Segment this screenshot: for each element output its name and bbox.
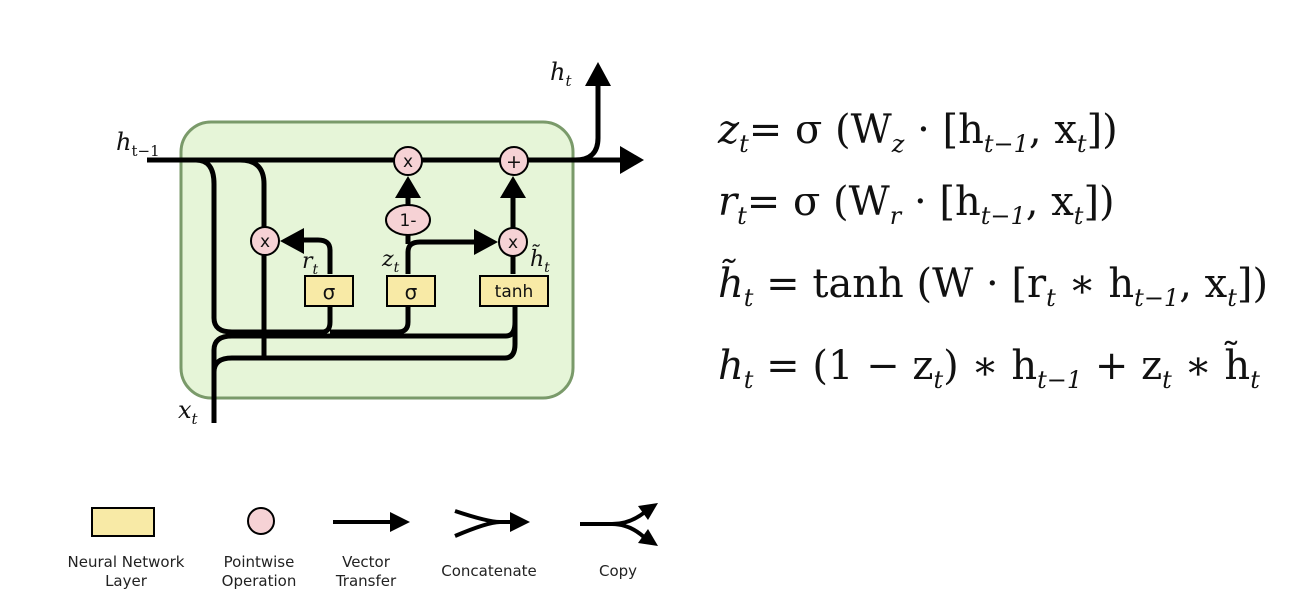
x-in-label: xt bbox=[178, 396, 199, 428]
mult-candidate-op bbox=[498, 227, 528, 257]
sigma-z-label: σ bbox=[405, 280, 418, 304]
mult-reset-label: x bbox=[260, 232, 270, 252]
legend-nn-layer-line2: Layer bbox=[105, 572, 148, 590]
legend-concat-label: Concatenate bbox=[441, 562, 537, 580]
add-top-op bbox=[499, 146, 529, 176]
z-label: zt bbox=[381, 247, 400, 276]
sigma-z-layer bbox=[386, 275, 436, 307]
legend-concat-shape bbox=[454, 509, 512, 538]
z-gate-arrow bbox=[474, 229, 498, 255]
z-gate-line bbox=[405, 239, 478, 274]
equation-z: zt= σ (Wz · [ht−1, xt]) bbox=[718, 107, 1118, 158]
legend-pointwise-line2: Operation bbox=[222, 572, 297, 590]
h-prev-label: ht−1 bbox=[116, 128, 160, 160]
h-tilde-label: h̃t bbox=[530, 245, 550, 276]
sigma-r-label: σ bbox=[323, 280, 336, 304]
to-sigma-z bbox=[330, 306, 411, 335]
one-minus-op bbox=[385, 204, 431, 236]
one-minus-label: 1- bbox=[400, 211, 417, 231]
legend-copy-shape bbox=[580, 510, 647, 540]
mult-reset-op bbox=[250, 226, 280, 256]
candidate-input-line bbox=[211, 306, 518, 373]
tanh-label: tanh bbox=[495, 282, 534, 302]
legend-vector-line1: Vector bbox=[342, 553, 391, 571]
legend-nn-layer-line1: Neural Network bbox=[68, 553, 185, 571]
hidden-state-arrow bbox=[620, 146, 644, 174]
equation-r: rt= σ (Wr · [ht−1, xt]) bbox=[718, 179, 1115, 230]
legend-copy-arrow-up bbox=[638, 503, 658, 520]
output-arrow bbox=[585, 62, 611, 86]
legend-nn-layer-swatch bbox=[91, 507, 155, 537]
gru-cell bbox=[179, 120, 575, 400]
mult-candidate-label: x bbox=[508, 233, 518, 253]
legend-vector-line2: Transfer bbox=[335, 572, 397, 590]
output-branch bbox=[574, 84, 601, 163]
equation-h: ht = (1 − zt) ∗ ht−1 + zt ∗ h̃t bbox=[718, 343, 1260, 394]
legend-copy-arrow-down bbox=[638, 529, 658, 546]
legend-pointwise-swatch bbox=[247, 507, 275, 535]
tanh-layer bbox=[479, 275, 549, 307]
legend-vector-arrow bbox=[390, 512, 410, 532]
hprev-branch-outer bbox=[195, 157, 333, 335]
h-out-label: ht bbox=[550, 58, 572, 90]
equation-h-tilde: h̃t = tanh (W · [rt ∗ ht−1, xt]) bbox=[718, 261, 1269, 312]
oneminus-arrow bbox=[395, 176, 421, 198]
add-top-label: + bbox=[506, 151, 522, 173]
mult-top-op bbox=[393, 146, 423, 176]
legend-concat-arrow bbox=[510, 512, 530, 532]
legend-pointwise-line1: Pointwise bbox=[224, 553, 295, 571]
r-label: rt bbox=[302, 249, 319, 278]
r-gate-arrow bbox=[280, 228, 304, 254]
sigma-r-layer bbox=[304, 275, 354, 307]
candidate-add-arrow bbox=[500, 176, 526, 198]
hprev-branch-inner bbox=[239, 157, 267, 228]
r-gate-line bbox=[300, 237, 333, 274]
mult-top-label: x bbox=[403, 152, 413, 172]
legend-copy-label: Copy bbox=[599, 562, 637, 580]
